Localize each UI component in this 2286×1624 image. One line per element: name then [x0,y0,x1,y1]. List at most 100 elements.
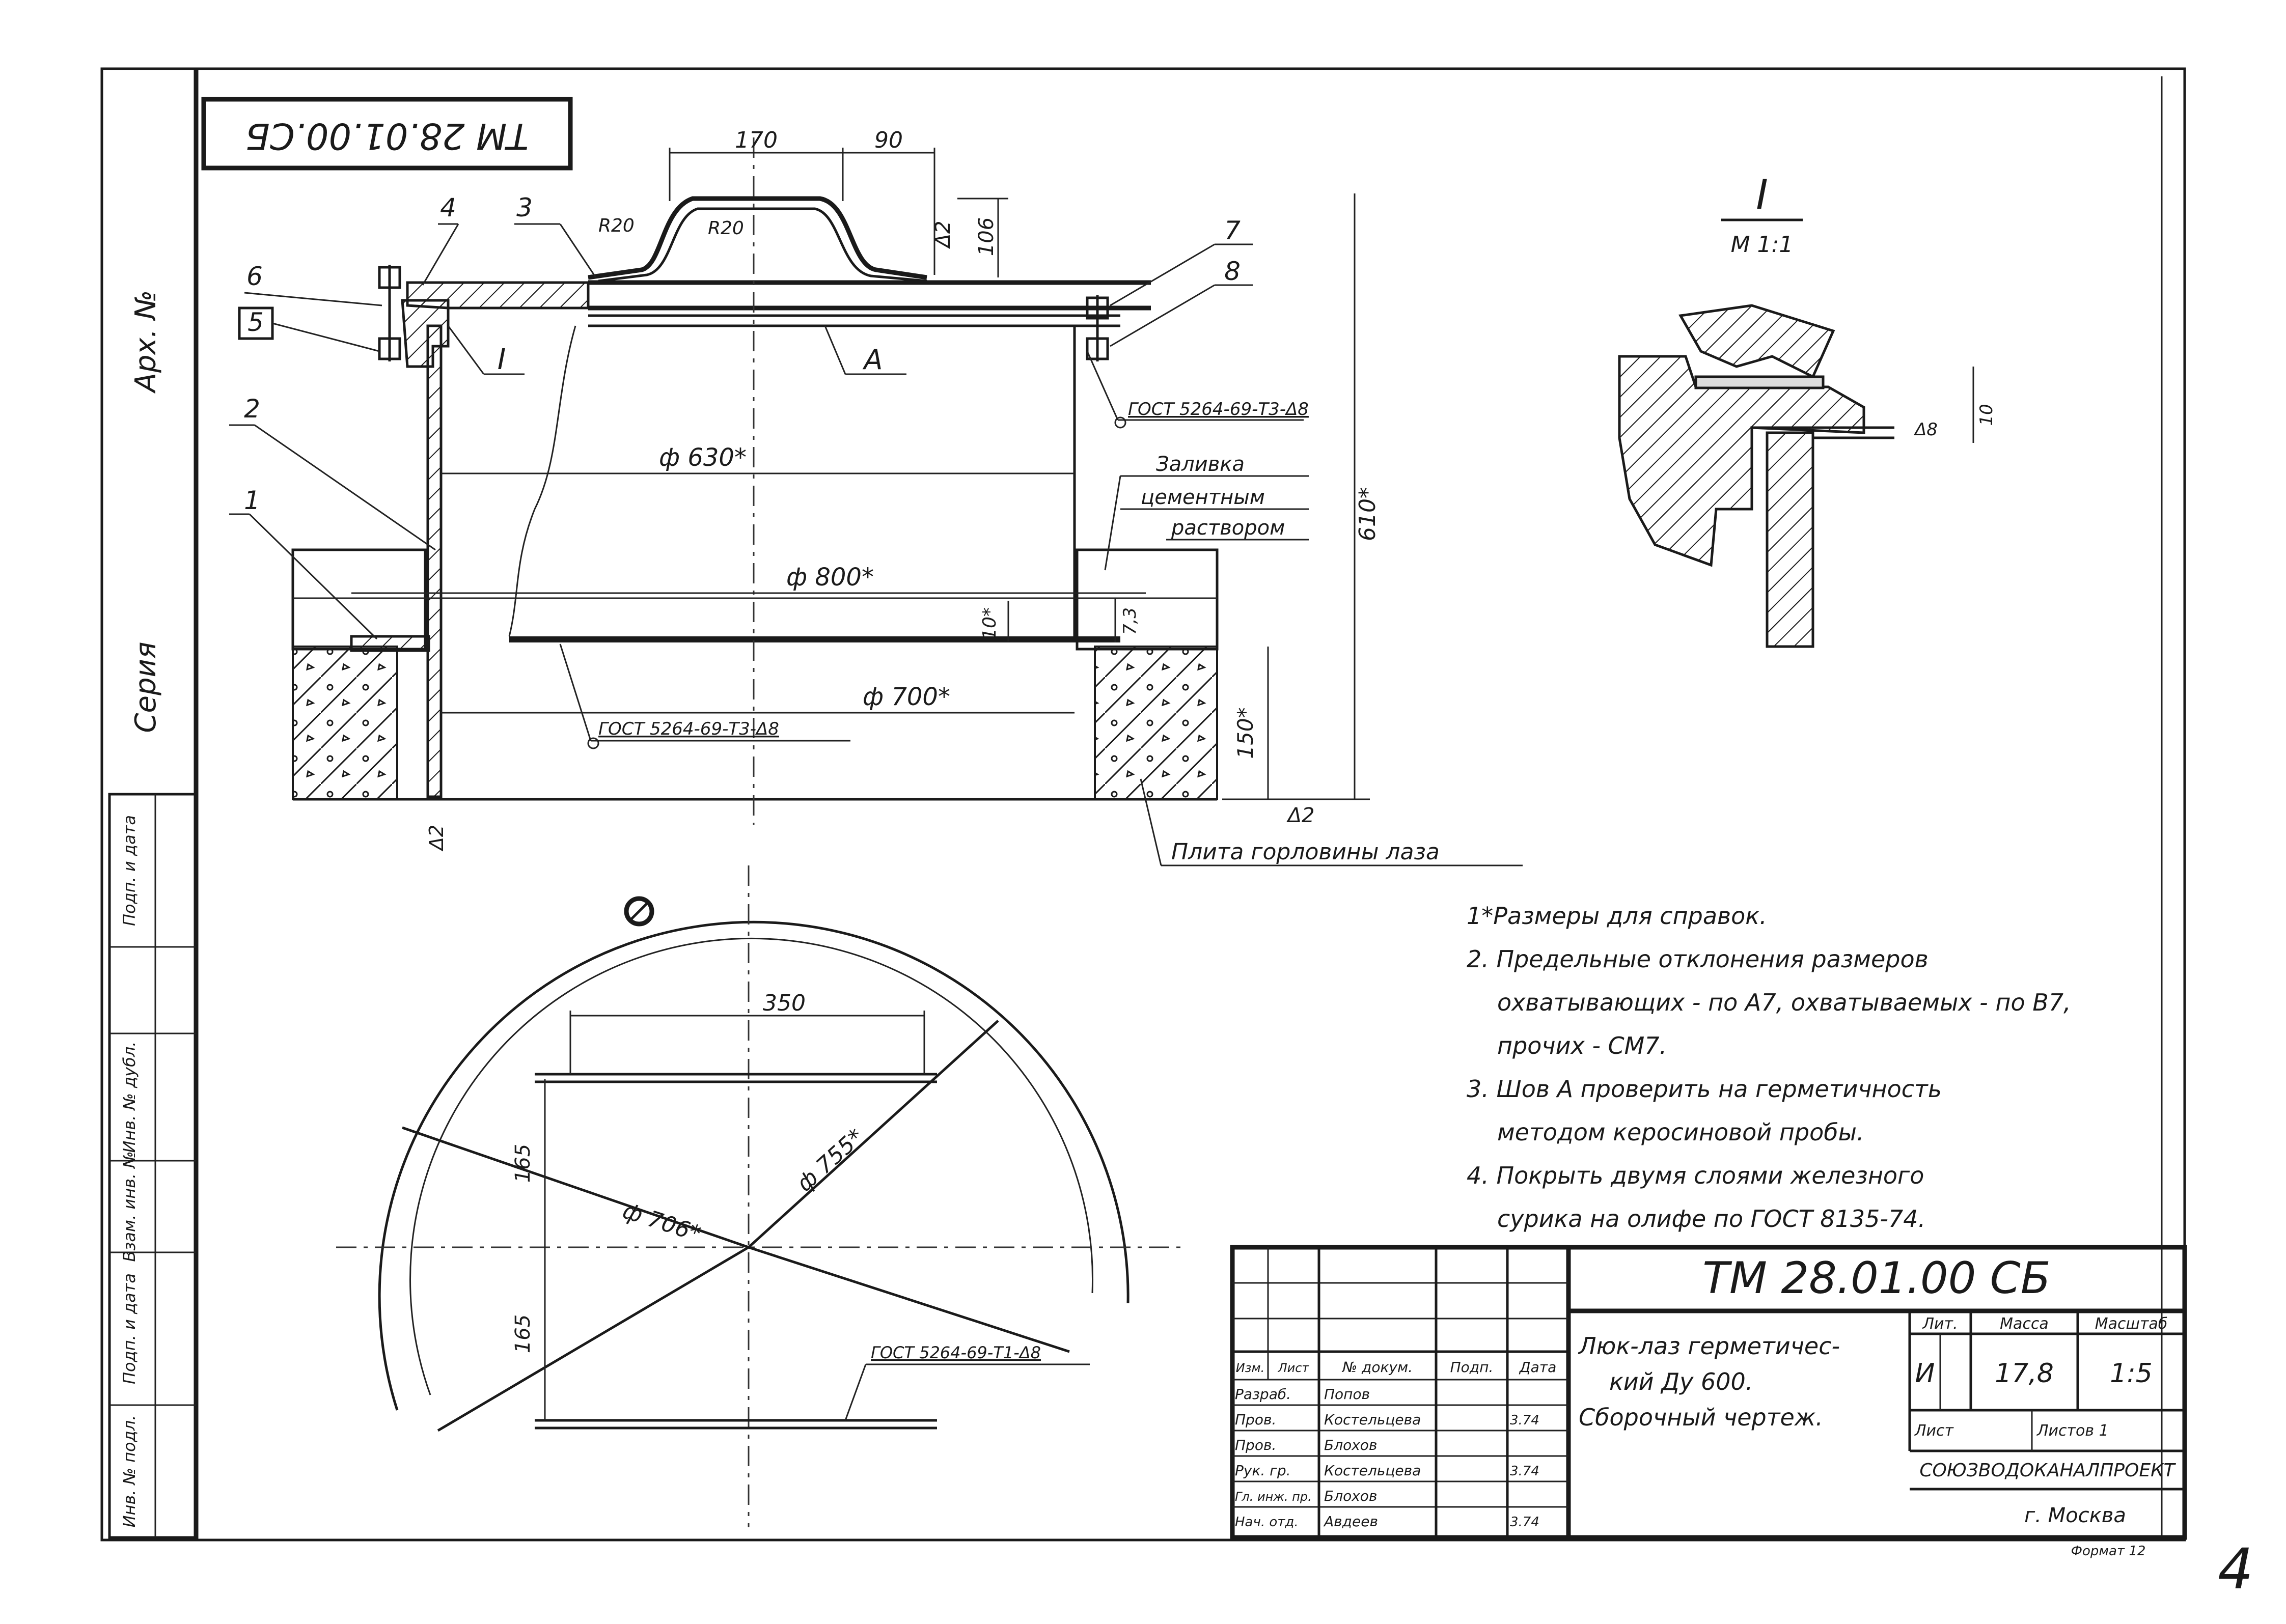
tb-lit: И [1915,1358,1935,1389]
tb-col-list: Лист [1278,1361,1310,1375]
dim-610: 610* [1355,487,1381,541]
stamp-podp-data-2: Подп. и дата [120,815,139,926]
tb-row-role: Рук. гр. [1235,1462,1291,1479]
side-label-series: Серия [129,641,162,733]
title-block: ТМ 28.01.00 СБ Люк-лаз герметичес- кий Д… [1230,1245,2187,1559]
weld-label-A: А [863,344,883,376]
tb-row-name: Блохов [1324,1488,1377,1504]
tb-format: Формат 12 [2071,1544,2146,1559]
slab-callout: Плита горловины лаза [1140,778,1523,866]
detail-weld: Δ8 [1913,419,1938,440]
tb-row-role: Разраб. [1235,1386,1291,1403]
tb-row-role: Пров. [1235,1411,1276,1428]
dim-10: 10* [979,607,1000,640]
part-4: 4 [440,193,456,222]
gost-note-1: ГОСТ 5264-69-Т3-Δ8 [1128,399,1309,419]
grout-callout: Заливка цементным раствором [1104,453,1309,571]
dim-350: 350 [763,990,806,1016]
side-stamp: Инв. № подл. Подп. и дата Взам. инв. № И… [108,793,198,1539]
side-label-arch: Арх. № [129,290,162,394]
gost-note-2: ГОСТ 5264-69-Т3-Δ8 [598,719,779,739]
dim-tri2-a: Δ2 [931,221,955,249]
dim-d700: ф 700* [863,683,950,711]
tb-scale-header: Масштаб [2095,1315,2168,1333]
note-line-4: прочих - СМ7. [1497,1032,1667,1059]
tb-mass: 17,8 [1995,1358,2054,1389]
dim-d706: ф 706* [620,1198,704,1247]
part-3: 3 [516,193,533,222]
dim-tri2-b: Δ2 [1286,804,1315,827]
dim-d800: ф 800* [786,563,874,592]
detail-dim-10: 10 [1976,404,1997,426]
note-line-7: 4. Покрыть двумя слоями железного [1467,1162,1924,1189]
dim-7-3: 7,3 [1120,607,1140,635]
note-line-3: охватывающих - по А7, охватываемых - по … [1497,989,2071,1016]
dim-r20-b: R20 [708,218,744,239]
dim-r20-a: R20 [598,215,635,236]
tb-row-name: Блохов [1324,1437,1377,1453]
slab-label: Плита горловины лаза [1171,839,1440,865]
dim-d755: ф 755* [792,1124,869,1197]
part-7: 7 [1224,216,1241,245]
detail-scale: М 1:1 [1731,232,1794,258]
part-8: 8 [1224,257,1241,286]
tb-name-3: Сборочный чертеж. [1579,1404,1823,1431]
tb-code: ТМ 28.01.00 СБ [1702,1253,2050,1304]
note-line-8: сурика на олифе по ГОСТ 8135-74. [1497,1205,1925,1233]
note-line-1: 1*Размеры для справок. [1467,902,1767,930]
tb-scale: 1:5 [2110,1358,2153,1389]
part-2: 2 [244,394,260,424]
grout-line-2: цементным [1141,486,1265,509]
dim-150: 150* [1233,707,1258,759]
tb-sheets-label: Листов 1 [2036,1422,2109,1440]
part-1: 1 [244,486,260,515]
tb-row-role: Пров. [1235,1437,1276,1453]
section-view [291,137,1219,825]
tb-lit-header: Лит. [1922,1315,1958,1333]
part-6: 6 [246,262,263,291]
tb-row-name: Авдеев [1323,1513,1378,1530]
stamp-inv-podl: Инв. № подл. [120,1415,139,1528]
tb-sheet-label: Лист [1914,1422,1954,1440]
tb-col-doc: № докум. [1341,1359,1413,1376]
grout-line-1: Заливка [1156,453,1245,476]
note-line-6: методом керосиновой пробы. [1497,1118,1864,1146]
section-marker-I: I [498,343,506,376]
tb-row-name: Костельцева [1324,1411,1421,1428]
dim-165-a: 165 [511,1144,535,1183]
dim-170: 170 [735,127,778,153]
tb-name-1: Люк-лаз герметичес- [1578,1332,1840,1360]
dim-tri2-c: Δ2 [425,825,448,852]
tb-name-2: кий Ду 600. [1609,1368,1753,1395]
tb-row-name: Костельцева [1324,1462,1421,1479]
drawing-code-box: ТМ 28.01.00.СБ [201,97,573,171]
tb-row-date: 3.74 [1510,1464,1539,1479]
part-5: 5 [247,307,264,337]
detail-view: I М 1:1 10 Δ8 [1618,171,1997,648]
section-dimensions: 170 90 106 Δ2 R20 R20 ф 630* ф 800* ф 70… [351,127,1381,852]
dim-106: 106 [975,217,998,256]
page-number: 4 [2218,1536,2253,1602]
tb-mass-header: Масса [2000,1315,2049,1333]
notes: 1*Размеры для справок. 2. Предельные отк… [1467,902,2071,1233]
tb-city: г. Москва [2024,1504,2126,1527]
tb-row-date: 3.74 [1510,1413,1539,1428]
dim-d630: ф 630* [659,443,747,472]
tb-col-sign: Подп. [1450,1359,1494,1376]
dim-165-b: 165 [511,1314,535,1353]
tb-col-izm: Изм. [1236,1361,1264,1375]
tb-row-role: Нач. отд. [1235,1515,1299,1530]
detail-title: I [1756,171,1768,218]
gost-note-3: ГОСТ 5264-69-Т1-Δ8 [871,1343,1041,1362]
stamp-vzam-inv: Взам. инв. № [120,1151,139,1262]
stamp-inv-dubl: Инв. № дубл. [120,1042,139,1153]
drawing-code-top: ТМ 28.01.00.СБ [245,115,529,157]
tb-row-date: 3.74 [1510,1515,1539,1530]
tb-row-role: Гл. инж. пр. [1235,1490,1312,1504]
grout-line-3: раствором [1171,516,1285,540]
note-line-5: 3. Шов А проверить на герметичность [1467,1075,1942,1103]
stamp-podp-data-1: Подп. и дата [120,1273,139,1384]
dim-90: 90 [874,127,903,153]
tb-row-name: Попов [1324,1386,1370,1403]
gost-callouts: ГОСТ 5264-69-Т3-Δ8 ГОСТ 5264-69-Т3-Δ8 [559,351,1309,749]
